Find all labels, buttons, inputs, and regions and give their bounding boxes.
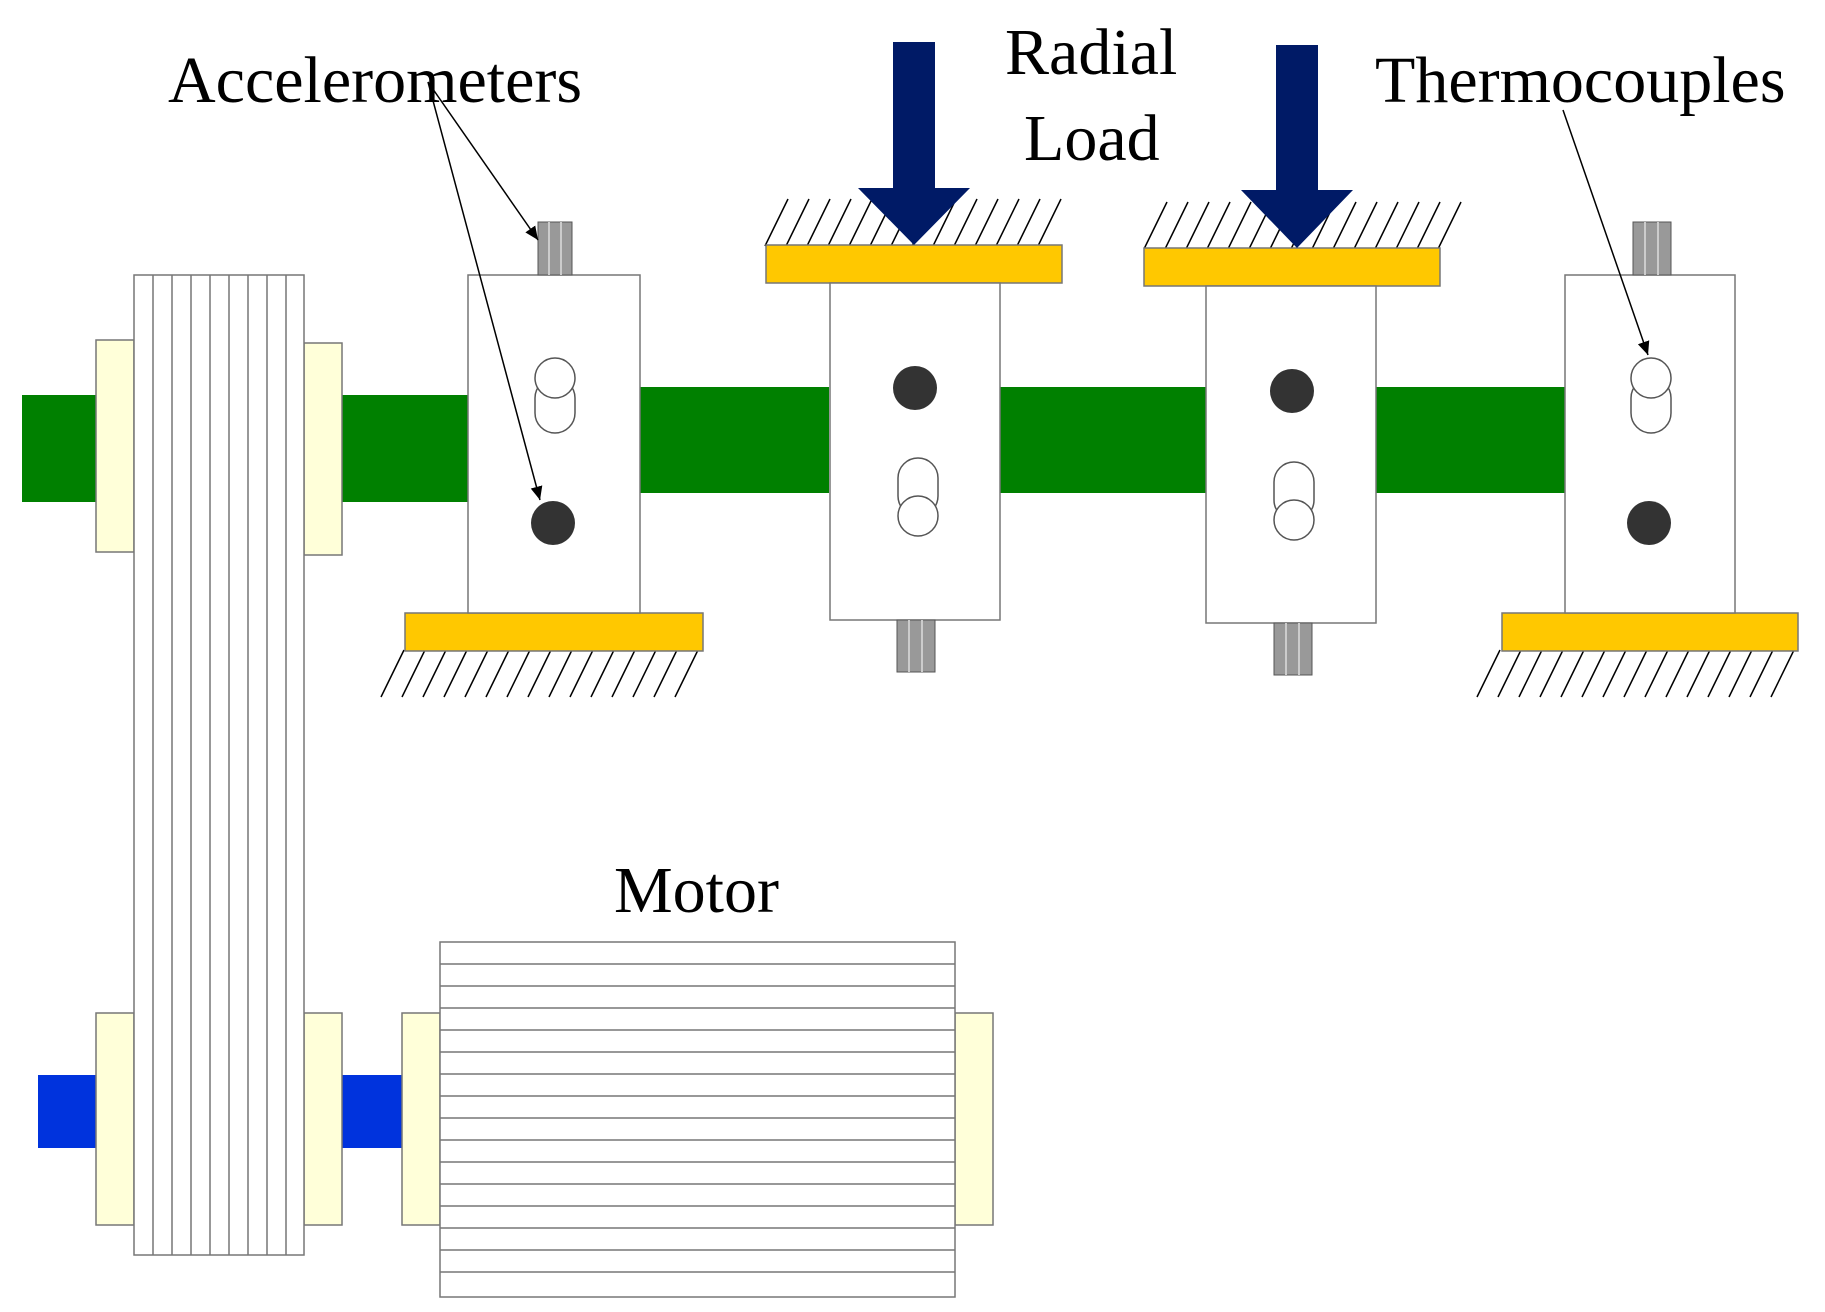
bearing-top-plate: [765, 244, 1063, 284]
motor-shaft-right: [340, 1075, 405, 1148]
load-arrow-down-icon: [858, 42, 970, 245]
motor-label: Motor: [614, 854, 779, 927]
sensor-stem: [1632, 221, 1672, 276]
bearing-housing-1: [380, 221, 704, 698]
accelerometer-dot-icon: [1627, 501, 1671, 545]
bearing-housing-2: [764, 198, 1063, 673]
housing-block: [829, 282, 1001, 621]
thermocouple-icon: [897, 457, 939, 537]
sensor-stem: [537, 221, 573, 276]
housing-block: [1564, 274, 1736, 614]
ground-hatch: [380, 649, 699, 698]
pointer-thermocouple: [1562, 109, 1650, 356]
bearing-base-plate: [404, 612, 704, 652]
pointer-accelerometer-dot: [427, 81, 543, 501]
bearing-housing-4: [1476, 221, 1799, 698]
radial-load-label-line2: Load: [1024, 102, 1160, 175]
upper-collar-left: [95, 339, 135, 553]
housing-block: [467, 274, 641, 614]
accelerometer-dot-icon: [531, 501, 575, 545]
shaft-segment: [637, 387, 829, 493]
motor-shaft: [38, 1075, 405, 1148]
load-arrow-down-icon: [1241, 45, 1353, 248]
housing-block: [1205, 285, 1377, 624]
radial-load-arrows: [858, 42, 1353, 248]
lower-collar-right: [303, 1012, 343, 1226]
pulley-collars: [95, 339, 343, 1226]
belt-stripes: [152, 275, 287, 1255]
sensor-stem: [1273, 622, 1313, 676]
motor-fins: [440, 963, 955, 1273]
bearing-housing-3: [1143, 201, 1462, 676]
accelerometers-label: Accelerometers: [168, 44, 582, 117]
thermocouple-icon: [1630, 357, 1672, 434]
bearing-base-plate: [1501, 612, 1799, 652]
motor-body: [439, 941, 956, 1298]
accelerometer-dot-icon: [893, 366, 937, 410]
accelerometer-dot-icon: [1270, 369, 1314, 413]
upper-collar-right: [303, 342, 343, 556]
belt-body: [133, 274, 305, 1256]
motor-end-cap-left: [401, 1012, 441, 1226]
radial-load-label-line1: Radial: [1005, 16, 1177, 89]
motor-shaft-left: [38, 1075, 100, 1148]
pointer-accelerometer-top: [427, 81, 539, 241]
lower-collar-left: [95, 1012, 135, 1226]
thermocouples-label: Thermocouples: [1375, 44, 1786, 117]
callout-pointers: [427, 81, 1650, 501]
bearing-top-plate: [1143, 247, 1441, 287]
ground-hatch: [1476, 649, 1795, 698]
sensor-stem: [896, 619, 936, 673]
thermocouple-icon: [1273, 461, 1315, 541]
shaft-segment: [1375, 387, 1565, 493]
drive-belt: [133, 274, 305, 1256]
thermocouple-icon: [534, 357, 576, 434]
shaft-segment: [998, 387, 1206, 493]
motor: [401, 941, 994, 1298]
motor-end-cap-right: [954, 1012, 994, 1226]
